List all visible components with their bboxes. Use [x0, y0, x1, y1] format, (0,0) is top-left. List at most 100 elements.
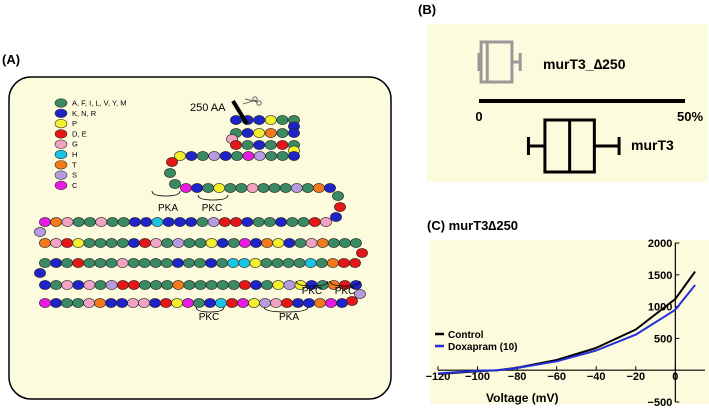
residue [238, 238, 251, 248]
residue [215, 298, 227, 308]
legend-swatch [54, 139, 68, 149]
residue [230, 140, 242, 150]
residue [185, 217, 197, 227]
residue [315, 258, 328, 268]
residue [139, 238, 151, 248]
iv-x-tick-label: −60 [547, 371, 566, 383]
legend-swatch [54, 170, 68, 180]
residue [253, 151, 266, 161]
residue [216, 238, 229, 248]
residue [334, 202, 346, 212]
iv-y-tick-label: 1000 [648, 302, 672, 314]
protein-residue-chain [34, 115, 368, 308]
legend-text: A, F, I, L, V, Y, M [72, 99, 126, 108]
panel-c-label: (C) murT3∆250 [427, 218, 518, 233]
residue [72, 298, 84, 308]
scissors-icon [242, 96, 262, 106]
residue [308, 217, 321, 227]
iv-y-tick-label: 1500 [648, 270, 672, 282]
residue [257, 183, 270, 193]
residue [105, 238, 118, 248]
iv-y-tick-label: −500 [648, 397, 673, 409]
residue [276, 128, 289, 138]
residue [253, 140, 266, 150]
panel-a-label: (A) [2, 52, 20, 67]
residue [314, 298, 326, 308]
residue [330, 212, 342, 222]
residue [350, 238, 362, 248]
residue [39, 258, 51, 268]
site-label: PKC [335, 286, 356, 297]
residue [105, 280, 118, 290]
residue [180, 183, 192, 193]
residue [288, 128, 300, 138]
legend-text: G [72, 140, 78, 149]
iv-y-tick-label: 2000 [648, 238, 672, 250]
site-bracket [329, 280, 361, 287]
iv-x-tick-label: −40 [587, 371, 606, 383]
residue [172, 238, 185, 248]
residue [276, 151, 289, 161]
residue [271, 258, 284, 268]
iv-legend-label: Doxapram (10) [448, 342, 517, 353]
residue [213, 183, 226, 193]
legend-text: K, N, R [72, 109, 97, 118]
legend-text: H [72, 150, 77, 159]
residue [286, 217, 299, 227]
residue [173, 217, 186, 227]
site-label: PKA [158, 203, 178, 214]
residue [83, 238, 96, 248]
residue [61, 238, 74, 248]
residue [94, 280, 107, 290]
legend-text: C [72, 181, 78, 190]
iv-x-tick-label: −20 [626, 371, 645, 383]
residue [241, 140, 254, 150]
residue [161, 280, 174, 290]
residue [183, 238, 196, 248]
iv-y-tick-label: 500 [654, 333, 672, 345]
residue [171, 298, 183, 308]
residue [354, 289, 366, 299]
residue [288, 151, 300, 161]
box-series-label: murT3_∆250 [543, 56, 626, 72]
residue [237, 298, 249, 308]
legend-swatch [54, 160, 68, 170]
residue [205, 280, 218, 290]
boxplot-axis-max: 50% [677, 109, 703, 124]
residue [50, 217, 63, 227]
residue [34, 227, 46, 237]
legend-text: T [72, 160, 77, 169]
residue [140, 217, 153, 227]
truncation-label: 250 AA [190, 102, 226, 114]
iv-x-tick-label: 0 [672, 371, 678, 383]
residue [166, 157, 178, 167]
residue [230, 217, 242, 227]
iv-legend-label: Control [448, 330, 484, 341]
residue [160, 298, 172, 308]
residue [149, 298, 161, 308]
residue [253, 115, 266, 125]
legend-swatch [54, 180, 68, 190]
residue [282, 258, 295, 268]
residue [324, 183, 336, 193]
site-bracket [151, 190, 181, 197]
residue [227, 238, 240, 248]
residue [72, 258, 85, 268]
residue [261, 280, 273, 290]
residue [294, 238, 307, 248]
residue [216, 280, 229, 290]
residue [72, 280, 85, 290]
residue [270, 298, 282, 308]
residue [50, 258, 62, 268]
residue [320, 217, 332, 227]
residue [259, 298, 271, 308]
residue [325, 298, 337, 308]
residue [208, 151, 221, 161]
site-bracket [195, 306, 225, 313]
boxplot-axis-min: 0 [475, 109, 482, 124]
